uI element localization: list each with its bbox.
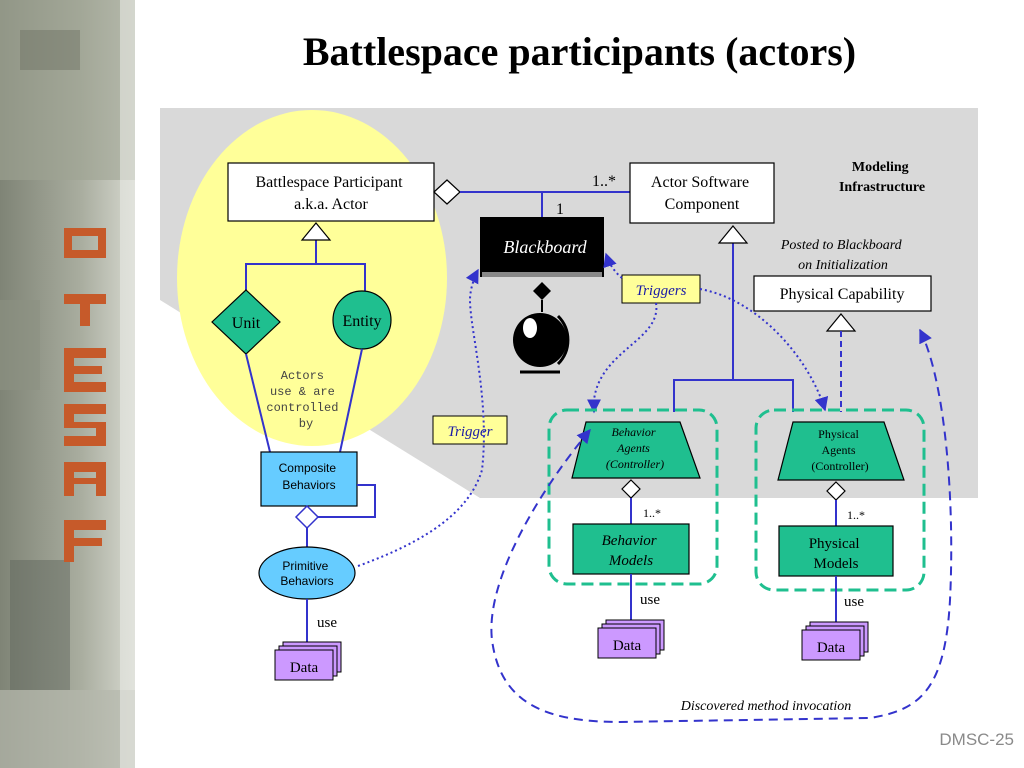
modeling-infrastructure-label: Modeling Infrastructure [839, 160, 925, 195]
use-label-right: use [844, 594, 864, 610]
data-label-right: Data [817, 640, 846, 656]
globe-icon [513, 282, 570, 374]
actor-software-component-box [629, 162, 775, 224]
sidebar-decoration [0, 0, 135, 768]
physical-models-box [778, 525, 894, 577]
data-stack-left [274, 641, 342, 681]
discovered-label: Discovered method invocation [680, 699, 852, 714]
composite-behaviors-label: Composite Behaviors [279, 461, 340, 492]
data-label-mid: Data [613, 638, 642, 654]
data-label-left: Data [290, 660, 319, 676]
generalization-triangle-component [717, 225, 749, 244]
multiplicity-behavior: 1..* [643, 506, 661, 520]
primitive-behaviors-label: Primitive Behaviors [280, 559, 333, 588]
actors-note: Actors use & are controlled by [266, 369, 345, 431]
actor-software-component-label: Actor Software Component [651, 174, 753, 213]
multiplicity-one: 1 [556, 201, 564, 218]
multiplicity-physical: 1..* [847, 508, 865, 522]
primitive-behaviors-ellipse [258, 546, 356, 600]
physical-models-label: Physical Models [809, 536, 864, 572]
discovered-invocation-link [490, 328, 953, 724]
slide-number: DMSC-25 [939, 730, 1014, 749]
use-label-left: use [317, 615, 337, 631]
triggers-link-blackboard [603, 252, 623, 279]
physical-capability-label: Physical Capability [780, 286, 905, 303]
triggers-label: Triggers [636, 283, 687, 299]
use-label-mid: use [640, 592, 660, 608]
trigger-link [357, 268, 485, 567]
physical-capability-box [753, 275, 932, 312]
generalization-triangle-actor [300, 222, 332, 241]
posted-note: Posted to Blackboard on Initialization [780, 238, 905, 273]
trigger-label: Trigger [447, 424, 492, 440]
data-stack-mid [597, 619, 665, 659]
unit-entity-branch [245, 263, 366, 292]
data-stack-right [801, 621, 869, 661]
behavior-models-box [572, 523, 690, 575]
blackboard-box [480, 217, 604, 277]
blackboard-label: Blackboard [503, 237, 587, 257]
aggregation-diamond-composite [294, 504, 320, 530]
blackboard-shelf [482, 272, 602, 277]
behavior-models-label: Behavior Models [602, 533, 661, 569]
entity-label: Entity [342, 313, 381, 330]
composite-self-link [318, 484, 376, 518]
multiplicity-many-top: 1..* [592, 173, 616, 190]
unit-label: Unit [232, 315, 261, 332]
trigger-note [432, 415, 508, 445]
battlespace-participant-label: Battlespace Participant a.k.a. Actor [255, 174, 406, 213]
triggers-link-physical [699, 288, 829, 412]
battlespace-participant-box [227, 162, 435, 222]
page-title: Battlespace participants (actors) [302, 29, 857, 74]
composite-behaviors-box [260, 451, 358, 507]
brand-logo [64, 228, 106, 562]
